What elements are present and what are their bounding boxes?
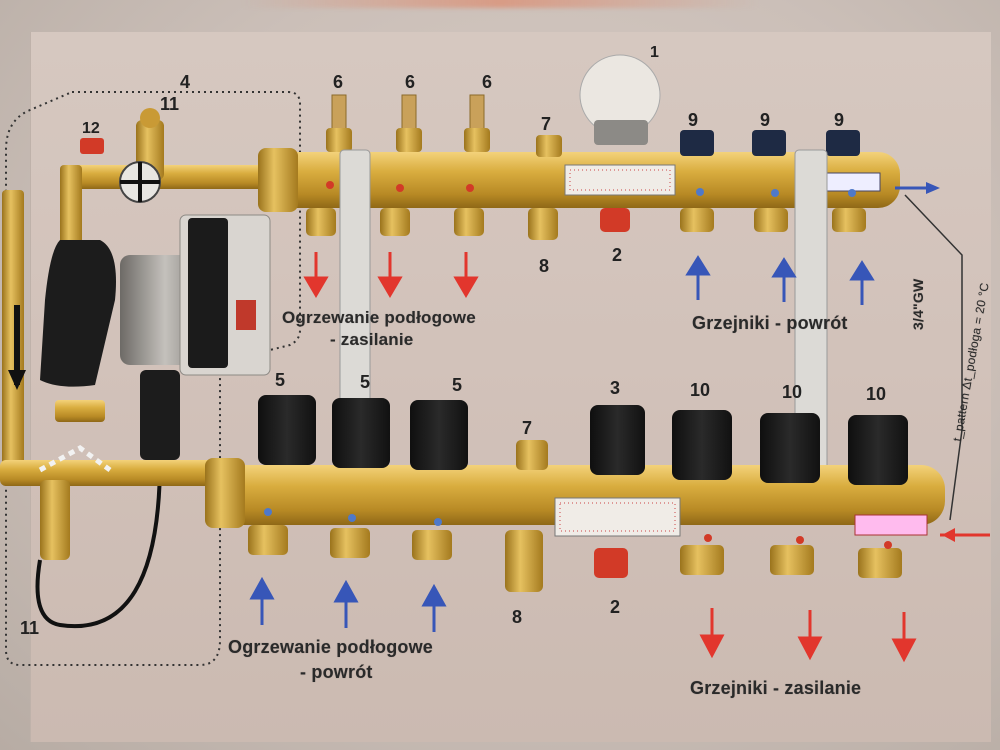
- air-vent-7-bottom: [516, 440, 548, 470]
- left-vertical-pipe: [2, 190, 24, 470]
- top-port-dots: [326, 181, 856, 197]
- label-number-6-b: 6: [405, 72, 416, 92]
- lower-connector-pipe: [0, 460, 215, 486]
- valve-knob-11: [140, 108, 160, 128]
- caption-floor-return-2: - powrót: [300, 662, 373, 682]
- pump-housing: [40, 240, 116, 387]
- label-number-3: 3: [610, 378, 621, 398]
- caption-pipe-size: 3/4"GW: [910, 278, 926, 330]
- label-number-5-b: 5: [360, 372, 371, 392]
- label-number-12: 12: [82, 120, 100, 137]
- bottom-manifold-end-cap-left: [205, 458, 245, 528]
- label-number-5-c: 5: [452, 375, 463, 395]
- flow-direction-label-bottom: [854, 514, 928, 536]
- lower-left-fitting: [55, 400, 105, 422]
- pump-indicator: [236, 300, 256, 330]
- pump-cable-11: [35, 459, 162, 629]
- top-thermometer: [564, 164, 676, 196]
- label-number-5-a: 5: [275, 370, 286, 390]
- label-number-10-b: 10: [782, 382, 803, 402]
- label-number-10-a: 10: [690, 380, 711, 400]
- dial-cross: [120, 162, 160, 202]
- flow-direction-label-top: [819, 172, 881, 192]
- label-number-7-bottom: 7: [522, 418, 533, 438]
- radiator-return-arrows-blue: [685, 255, 875, 305]
- dimension-line: [904, 194, 963, 521]
- label-number-9-c: 9: [834, 110, 845, 130]
- valve-caps-bottom: [258, 395, 908, 485]
- thermostatic-head-base: [594, 120, 648, 145]
- cropped-red-header: [240, 0, 760, 8]
- label-number-9-a: 9: [688, 110, 699, 130]
- label-number-11-top: 11: [160, 94, 180, 114]
- caption-floor-supply-2: - zasilanie: [330, 330, 414, 349]
- flow-arrow-left: [14, 305, 20, 385]
- bottom-thermometer: [554, 497, 681, 537]
- top-manifold-end-cap-left: [258, 148, 298, 212]
- radiator-supply-arrows-red: [699, 608, 917, 663]
- caption-floor-return-1: Ogrzewanie podłogowe: [228, 637, 434, 657]
- caption-floor-supply-1: Ogrzewanie podłogowe: [282, 308, 476, 327]
- label-number-1: 1: [650, 44, 659, 61]
- top-outlet-arrowhead: [926, 182, 940, 194]
- air-vent-7-top: [536, 135, 562, 157]
- pump-cable-gland: [140, 370, 180, 460]
- label-number-11-bottom: 11: [20, 618, 40, 638]
- caption-radiators-return: Grzejniki - powrót: [692, 313, 848, 333]
- floor-supply-arrows-red: [303, 252, 479, 298]
- bottom-thermometer-scale: [559, 502, 676, 532]
- red-cap-12: [80, 138, 104, 154]
- label-number-4: 4: [180, 72, 191, 92]
- pump-control-panel: [188, 218, 228, 368]
- valve-caps-9: [680, 130, 860, 156]
- flow-indicator-white: [38, 445, 112, 473]
- bottom-outlets: [248, 525, 902, 592]
- lower-left-drain: [40, 480, 70, 560]
- flow-meters-6: [326, 94, 490, 152]
- label-number-7-top: 7: [541, 114, 552, 134]
- flow-arrowhead-left: [8, 370, 26, 390]
- label-number-9-b: 9: [760, 110, 771, 130]
- top-outlets: [306, 208, 866, 240]
- label-number-8-top: 8: [539, 256, 550, 276]
- floor-return-arrows-blue: [249, 576, 447, 632]
- caption-radiators-supply: Grzejniki - zasilanie: [690, 678, 862, 698]
- mounting-bracket-left: [339, 149, 371, 411]
- label-number-2-top: 2: [612, 245, 623, 265]
- label-number-6-c: 6: [482, 72, 493, 92]
- label-number-8-bottom: 8: [512, 607, 523, 627]
- label-number-6-a: 6: [333, 72, 344, 92]
- bottom-inlet-arrowhead: [942, 528, 955, 542]
- label-number-10-c: 10: [866, 384, 887, 404]
- label-number-2-bottom: 2: [610, 597, 621, 617]
- bottom-port-dots: [264, 508, 892, 549]
